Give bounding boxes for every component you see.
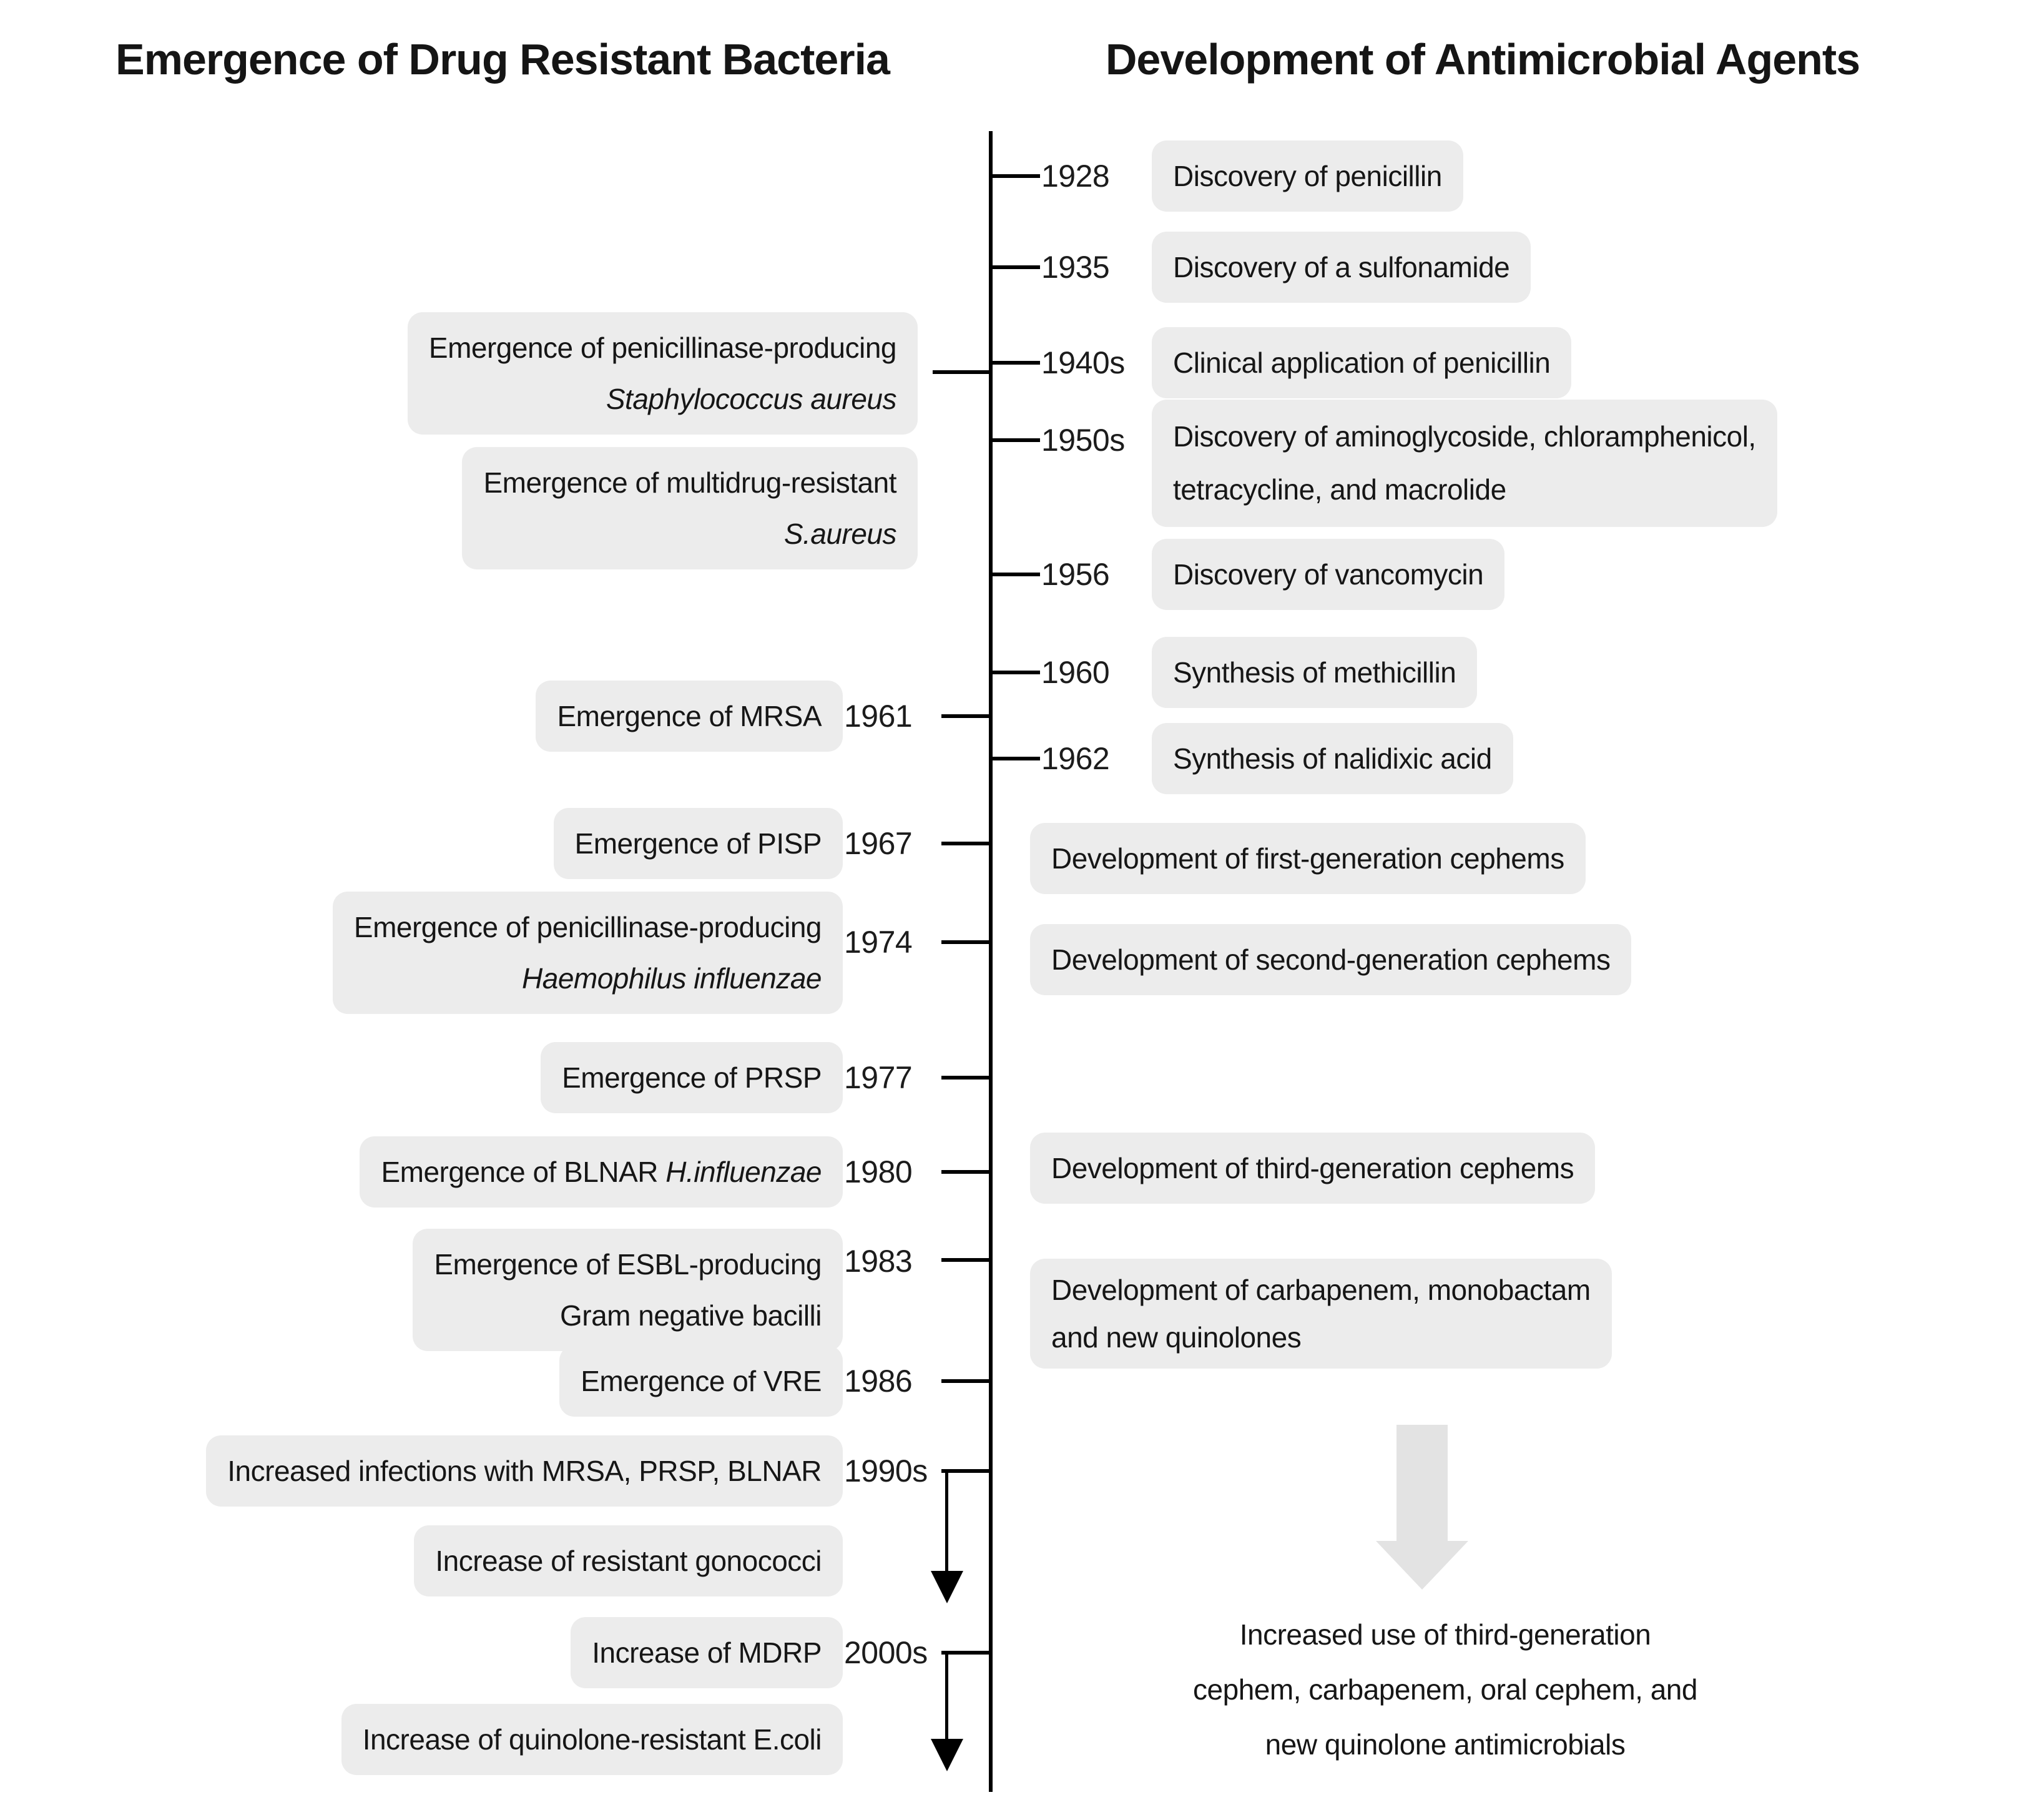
- year-label: 1940s: [1041, 345, 1125, 380]
- event-label-species: H.influenzae: [665, 1156, 822, 1188]
- tick-mark-1967: [941, 842, 991, 845]
- year-label: 1974: [844, 925, 913, 960]
- event-label-species: Haemophilus influenzae: [522, 962, 822, 995]
- event-box-second-generation-cephems: Development of second-generation cephems: [1030, 924, 1632, 995]
- year-label: 1961: [844, 699, 913, 734]
- tick-mark-1950s: [991, 438, 1040, 442]
- left-column-title: Emergence of Drug Resistant Bacteria: [115, 35, 890, 84]
- event-box-vre: Emergence of VRE: [559, 1345, 843, 1417]
- year-label: 1986: [844, 1364, 913, 1399]
- event-box-first-generation-cephems: Development of first-generation cephems: [1030, 823, 1586, 894]
- tick-mark-1961: [941, 714, 991, 718]
- event-box-quinolone-resistant-ecoli: Increase of quinolone-resistant E.coli: [341, 1704, 843, 1775]
- event-box-carbapenem-monobactam: Development of carbapenem, monobactam an…: [1030, 1259, 1612, 1369]
- event-box-penicillinase-haemophilus: Emergence of penicillinase-producing Hae…: [332, 892, 843, 1014]
- event-box-third-generation-cephems: Development of third-generation cephems: [1030, 1133, 1596, 1204]
- event-box-increased-infections: Increased infections with MRSA, PRSP, BL…: [206, 1435, 843, 1507]
- event-box-discovery-aminoglycoside: Discovery of aminoglycoside, chloramphen…: [1152, 400, 1777, 527]
- timeline-axis: [989, 131, 993, 1792]
- year-label: 1960: [1041, 655, 1110, 690]
- tick-mark-1977: [941, 1076, 991, 1080]
- bottom-right-note: Increased use of third-generation cephem…: [1193, 1618, 1697, 1761]
- right-column-title: Development of Antimicrobial Agents: [1105, 35, 1860, 84]
- event-label: Emergence of penicillinase-producing: [428, 332, 897, 364]
- event-box-penicillinase-staph-aureus: Emergence of penicillinase-producing Sta…: [407, 312, 918, 435]
- year-label: 1956: [1041, 557, 1110, 592]
- tick-mark-1960: [991, 671, 1040, 674]
- tick-mark-1962: [991, 757, 1040, 760]
- year-label: 1935: [1041, 250, 1110, 285]
- event-label: Emergence of penicillinase-producing: [353, 911, 822, 943]
- event-box-mdrp: Increase of MDRP: [571, 1617, 843, 1688]
- event-box-multidrug-resistant-saureus: Emergence of multidrug-resistant S.aureu…: [462, 447, 918, 569]
- tick-mark-penicillinase-sa: [933, 370, 991, 374]
- event-box-discovery-vancomycin: Discovery of vancomycin: [1152, 539, 1505, 610]
- down-arrow-2000s-icon: [945, 1654, 948, 1743]
- year-label: 1980: [844, 1154, 913, 1189]
- event-box-synthesis-methicillin: Synthesis of methicillin: [1152, 637, 1478, 708]
- year-label: 1990s: [844, 1454, 928, 1488]
- event-box-blnar: Emergence of BLNAR H.influenzae: [360, 1136, 843, 1208]
- year-label: 1962: [1041, 741, 1110, 776]
- event-label-species: S.aureus: [783, 518, 897, 550]
- gray-down-arrowhead-icon: [1376, 1541, 1468, 1590]
- event-box-mrsa: Emergence of MRSA: [536, 681, 843, 752]
- year-label: 1928: [1041, 159, 1110, 194]
- tick-mark-1983: [941, 1258, 991, 1262]
- event-box-esbl: Emergence of ESBL-producing Gram negativ…: [413, 1229, 843, 1351]
- event-box-clinical-application-penicillin: Clinical application of penicillin: [1152, 327, 1572, 398]
- year-label: 1950s: [1041, 423, 1125, 458]
- event-box-synthesis-nalidixic-acid: Synthesis of nalidixic acid: [1152, 723, 1513, 794]
- down-arrow-1990s-icon: [945, 1471, 948, 1575]
- down-arrowhead-2000s-icon: [931, 1739, 963, 1771]
- tick-mark-1990s: [941, 1469, 991, 1473]
- tick-mark-1956: [991, 573, 1040, 576]
- event-box-prsp: Emergence of PRSP: [541, 1042, 843, 1113]
- tick-mark-1928: [991, 174, 1040, 178]
- tick-mark-1940s: [991, 361, 1040, 365]
- year-label: 2000s: [844, 1635, 928, 1670]
- tick-mark-1935: [991, 265, 1040, 269]
- year-label: 1977: [844, 1060, 913, 1095]
- event-label: Emergence of multidrug-resistant: [483, 466, 896, 499]
- event-box-pisp: Emergence of PISP: [553, 808, 843, 879]
- tick-mark-1974: [941, 940, 991, 944]
- event-box-resistant-gonococci: Increase of resistant gonococci: [414, 1525, 843, 1596]
- event-label: Emergence of BLNAR: [381, 1156, 666, 1188]
- year-label: 1983: [844, 1244, 913, 1279]
- year-label: 1967: [844, 826, 913, 861]
- tick-mark-1986: [941, 1379, 991, 1383]
- gray-down-arrow-shaft-icon: [1396, 1425, 1448, 1542]
- event-label-species: Staphylococcus aureus: [606, 383, 897, 415]
- tick-mark-2000s: [941, 1651, 991, 1655]
- event-box-discovery-penicillin: Discovery of penicillin: [1152, 140, 1463, 212]
- tick-mark-1980: [941, 1170, 991, 1174]
- down-arrowhead-1990s-icon: [931, 1571, 963, 1603]
- event-box-discovery-sulfonamide: Discovery of a sulfonamide: [1152, 232, 1531, 303]
